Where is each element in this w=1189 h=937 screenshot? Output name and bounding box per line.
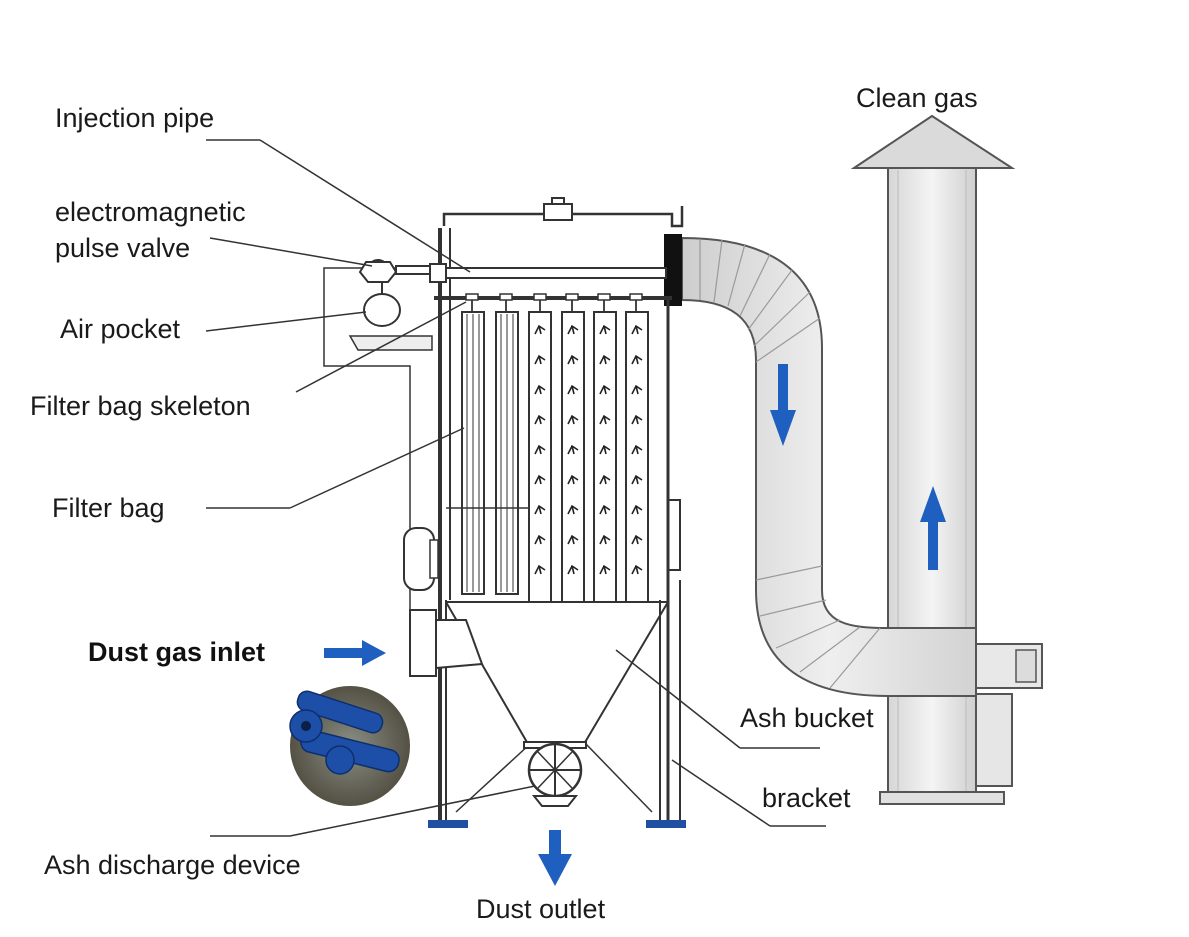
bag-clip-mark bbox=[631, 564, 643, 575]
label-dust-gas-inlet: Dust gas inlet bbox=[88, 637, 266, 667]
ash-hopper bbox=[445, 601, 669, 745]
bag-clip-mark bbox=[599, 504, 611, 515]
stack-base bbox=[879, 791, 1005, 805]
bag-clip-mark bbox=[599, 324, 611, 335]
ash-discharge-valve bbox=[523, 741, 587, 807]
flow-arrows bbox=[324, 364, 946, 886]
bag-clip-mark bbox=[631, 384, 643, 395]
bag-clip-mark bbox=[534, 444, 546, 455]
filter-bag-4 bbox=[625, 311, 649, 603]
label-filter-bag-skeleton: Filter bag skeleton bbox=[30, 391, 251, 421]
bag-clip-mark bbox=[534, 534, 546, 545]
bag-clip-mark bbox=[534, 414, 546, 425]
bag-clip-mark bbox=[631, 444, 643, 455]
label-ash-discharge-device: Ash discharge device bbox=[44, 850, 301, 880]
roller-inset-photo bbox=[289, 686, 410, 806]
downflow-arrow-icon bbox=[770, 364, 796, 446]
bag-clip-mark bbox=[567, 564, 579, 575]
inlet-flange bbox=[409, 609, 484, 677]
duct-flange bbox=[664, 234, 682, 306]
injection-pipe bbox=[439, 267, 667, 279]
cover-handle bbox=[543, 203, 573, 221]
label-filter-bag: Filter bag bbox=[52, 493, 165, 523]
fan-box bbox=[975, 693, 1013, 787]
bag-clip-mark bbox=[631, 414, 643, 425]
label-pulse-valve-line2: pulse valve bbox=[55, 233, 191, 263]
upflow-arrow-icon bbox=[920, 486, 946, 570]
leader-lines bbox=[205, 139, 826, 837]
bag-clip-mark bbox=[599, 534, 611, 545]
label-bracket: bracket bbox=[762, 783, 851, 813]
filter-bag-3 bbox=[593, 311, 617, 603]
bag-clip-mark bbox=[599, 444, 611, 455]
bag-clip-mark bbox=[534, 384, 546, 395]
label-air-pocket: Air pocket bbox=[60, 314, 181, 344]
duct-shape bbox=[681, 236, 977, 697]
bag-clip-mark bbox=[534, 324, 546, 335]
outlet-duct bbox=[664, 234, 977, 697]
bag-clip-mark bbox=[631, 354, 643, 365]
label-ash-bucket: Ash bucket bbox=[740, 703, 874, 733]
bag-clip-mark bbox=[599, 564, 611, 575]
injection-assembly bbox=[358, 259, 667, 591]
label-dust-outlet: Dust outlet bbox=[476, 894, 606, 924]
bag-clip-mark bbox=[534, 504, 546, 515]
foot-right bbox=[646, 820, 686, 828]
bag-clip-mark bbox=[599, 414, 611, 425]
filter-bags bbox=[528, 311, 649, 603]
bag-clip-mark bbox=[534, 474, 546, 485]
bag-clip-mark bbox=[567, 384, 579, 395]
stack-body bbox=[887, 167, 977, 795]
bag-clip-mark bbox=[567, 534, 579, 545]
bag-clip-mark bbox=[567, 354, 579, 365]
air-pocket-tank bbox=[363, 293, 401, 327]
stack-cap bbox=[850, 114, 1016, 169]
label-clean-gas: Clean gas bbox=[856, 83, 978, 113]
bag-clip-mark bbox=[567, 474, 579, 485]
bag-clip-mark bbox=[534, 564, 546, 575]
bag-clip-mark bbox=[599, 354, 611, 365]
bag-clip-mark bbox=[567, 414, 579, 425]
filter-bag-1 bbox=[528, 311, 552, 603]
bag-clip-mark bbox=[567, 504, 579, 515]
bag-clip-mark bbox=[567, 444, 579, 455]
outlet-arrow-icon bbox=[538, 830, 572, 886]
bag-clip-mark bbox=[567, 324, 579, 335]
top-cover bbox=[442, 206, 684, 228]
bag-clip-mark bbox=[631, 474, 643, 485]
filter-bag-2 bbox=[561, 311, 585, 603]
label-pulse-valve-line1: electromagnetic bbox=[55, 197, 246, 227]
bag-clip-mark bbox=[599, 384, 611, 395]
bag-clip-mark bbox=[599, 474, 611, 485]
bag-clip-mark bbox=[631, 504, 643, 515]
label-injection-pipe: Injection pipe bbox=[55, 103, 215, 133]
inlet-arrow-icon bbox=[324, 640, 386, 666]
housing bbox=[323, 197, 684, 822]
filter-bag-skeletons bbox=[461, 311, 519, 595]
foot-left bbox=[428, 820, 468, 828]
clean-gas-stack bbox=[850, 114, 1043, 805]
bag-clip-mark bbox=[534, 354, 546, 365]
bag-clip-mark bbox=[631, 534, 643, 545]
bag-clip-mark bbox=[631, 324, 643, 335]
